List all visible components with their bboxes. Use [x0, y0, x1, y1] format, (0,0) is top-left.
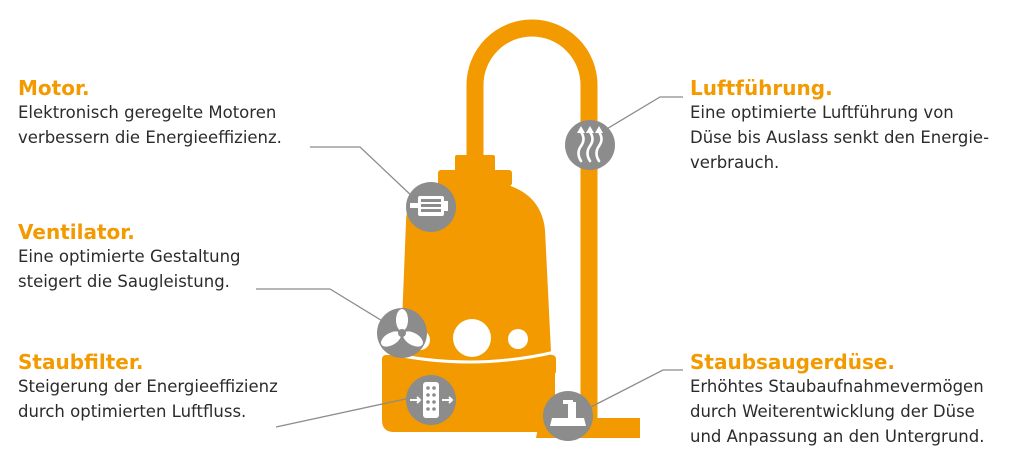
- ventilator-callout: Ventilator. Eine optimierte Gestaltung s…: [18, 220, 318, 294]
- vacuum-hose: [466, 19, 598, 436]
- motor-description-line-1: Elektronisch geregelte Motoren: [18, 103, 277, 122]
- ventilator-leader-line: [256, 288, 385, 323]
- staubfilter-description-line-2: durch optimierten Luftfluss.: [18, 402, 247, 421]
- luftfuehrung-description-line-2: Düse bis Auslass senkt den Energie-: [690, 128, 990, 147]
- duese-callout: Staubsaugerdüse. Erhöhtes Staubaufnahmev…: [690, 350, 1020, 449]
- vacuum-hole-small: [508, 329, 528, 349]
- luftfuehrung-description-line-1: Eine optimierte Luftführung von: [690, 103, 954, 122]
- staubfilter-title: Staubfilter.: [18, 350, 144, 374]
- motor-leader-line: [310, 146, 415, 199]
- motor-icon: [406, 182, 456, 232]
- leader-lines: [256, 96, 683, 428]
- ventilator-title: Ventilator.: [18, 220, 135, 244]
- duese-leader-line: [584, 369, 683, 411]
- staubfilter-description-line-1: Steigerung der Energieeffizienz: [18, 377, 278, 396]
- luftfuehrung-description-line-3: verbrauch.: [690, 153, 780, 172]
- vacuum-hole-large: [453, 319, 491, 357]
- luftfuehrung-callout: Luftführung. Eine optimierte Luftführung…: [690, 76, 1010, 175]
- vacuum-body: [382, 19, 640, 438]
- staubfilter-callout: Staubfilter. Steigerung der Energieeffiz…: [18, 350, 318, 424]
- luftfuehrung-title: Luftführung.: [690, 76, 833, 100]
- fan-icon: [377, 308, 427, 358]
- duese-description-line-1: Erhöhtes Staubaufnahmevermögen: [690, 377, 984, 396]
- motor-title: Motor.: [18, 76, 90, 100]
- duese-title: Staubsaugerdüse.: [690, 350, 896, 374]
- ventilator-description-line-2: steigert die Saugleistung.: [18, 272, 230, 291]
- nozzle-icon: [543, 391, 593, 441]
- filter-icon: [406, 375, 456, 425]
- ventilator-description-line-1: Eine optimierte Gestaltung: [18, 247, 241, 266]
- motor-description-line-2: verbessern die Energieeffizienz.: [18, 128, 282, 147]
- duese-description-line-2: durch Weiterentwicklung der Düse: [690, 402, 975, 421]
- airflow-icon: [565, 120, 615, 170]
- motor-callout: Motor. Elektronisch geregelte Motoren ve…: [18, 76, 318, 150]
- staubfilter-leader-line: [275, 397, 411, 428]
- duese-description-line-3: und Anpassung an den Untergrund.: [690, 427, 985, 446]
- luftfuehrung-leader-line: [599, 96, 683, 134]
